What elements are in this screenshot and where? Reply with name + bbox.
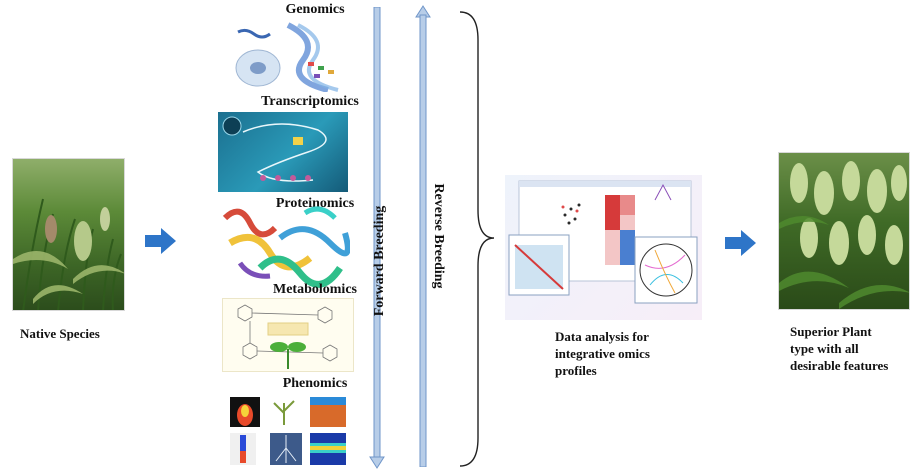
superior-plant-line-2: type with all xyxy=(790,341,859,356)
superior-plant-line-1: Superior Plant xyxy=(790,324,872,339)
dna-chromosome-icon xyxy=(235,22,339,93)
sorghum-panicles-illustration xyxy=(779,161,909,309)
right-arrow-icon xyxy=(145,228,176,254)
native-species-photo xyxy=(12,158,125,311)
genomics-image xyxy=(228,20,353,93)
phenomics-title: Phenomics xyxy=(282,376,348,391)
native-species-label: Native Species xyxy=(20,326,100,341)
sorghum-field-illustration xyxy=(13,198,124,310)
superior-plant-label: Superior Plant type with all desirable f… xyxy=(790,323,910,374)
data-analysis-label: Data analysis for integrative omics prof… xyxy=(555,328,695,379)
metabolite-pathway-icon xyxy=(237,304,338,369)
plant-imaging-icon xyxy=(230,397,346,465)
right-arrow-icon xyxy=(725,230,756,256)
curly-brace xyxy=(459,11,495,467)
forward-breeding-label: Forward Breeding xyxy=(372,205,387,317)
mrna-transcription-icon xyxy=(222,116,327,182)
data-analysis-line-3: profiles xyxy=(555,363,597,378)
metabolomics-image xyxy=(222,298,354,372)
reverse-breeding-arrow xyxy=(415,5,431,467)
data-analysis-line-2: integrative omics xyxy=(555,346,650,361)
metabolomics-title: Metabolomics xyxy=(273,282,357,297)
genomics-title: Genomics xyxy=(285,2,345,17)
data-analysis-line-1: Data analysis for xyxy=(555,329,649,344)
data-analysis-image xyxy=(505,175,702,320)
superior-plant-photo xyxy=(778,152,910,310)
superior-plant-line-3: desirable features xyxy=(790,358,889,373)
omics-software-screenshot-icon xyxy=(508,180,698,304)
proteinomics-title: Proteinomics xyxy=(275,196,355,211)
phenomics-image xyxy=(222,393,352,468)
proteinomics-image xyxy=(220,198,351,288)
transcriptomics-title: Transcriptomics xyxy=(261,94,359,109)
forward-breeding-arrow xyxy=(369,7,385,469)
reverse-breeding-label: Reverse Breeding xyxy=(431,183,446,289)
transcriptomics-image xyxy=(218,112,348,192)
protein-structure-icon xyxy=(222,206,351,288)
